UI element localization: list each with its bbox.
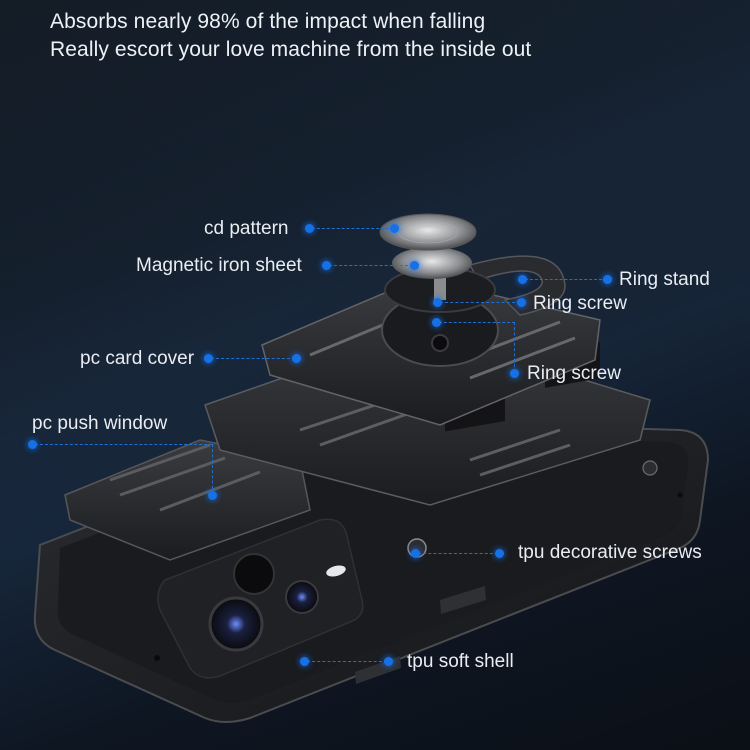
callout-label-magnetic-iron-sheet: Magnetic iron sheet [136, 255, 302, 276]
callout-label-pc-card-cover: pc card cover [80, 348, 195, 369]
callout-label-pc-push-window: pc push window [32, 413, 168, 434]
callout-dot [603, 275, 612, 284]
callout-label-ring-screw-upper: Ring screw [533, 293, 627, 314]
callout-dot [518, 275, 527, 284]
callout-connector [514, 322, 515, 372]
callout-connector [35, 444, 212, 445]
callout-connector [525, 279, 607, 280]
callout-connector [212, 444, 213, 494]
callout-dot [510, 369, 519, 378]
callout-connector [418, 553, 498, 554]
callout-dot [410, 261, 419, 270]
callout-connector [312, 228, 394, 229]
callout-dot [292, 354, 301, 363]
callout-dot [208, 491, 217, 500]
callout-dot [322, 261, 331, 270]
callout-connector [440, 302, 520, 303]
callout-label-tpu-soft-shell: tpu soft shell [407, 651, 514, 672]
headline-line-1: Absorbs nearly 98% of the impact when fa… [50, 10, 486, 33]
callout-label-ring-stand: Ring stand [619, 269, 710, 290]
callout-dot [384, 657, 393, 666]
callout-dot [517, 298, 526, 307]
callout-connector [329, 265, 413, 266]
callout-connector [307, 661, 387, 662]
callout-dot [495, 549, 504, 558]
callout-dot [433, 298, 442, 307]
callout-label-cd-pattern: cd pattern [204, 218, 289, 239]
callout-dot [305, 224, 314, 233]
callout-connector [211, 358, 295, 359]
callout-dot [204, 354, 213, 363]
callout-dot [411, 549, 420, 558]
callout-dot [390, 224, 399, 233]
callout-dot [300, 657, 309, 666]
callout-dot [432, 318, 441, 327]
callout-label-tpu-decorative-screws: tpu decorative screws [518, 542, 702, 563]
callout-label-ring-screw-lower: Ring screw [527, 363, 621, 384]
headline-line-2: Really escort your love machine from the… [50, 38, 532, 61]
callout-dot [28, 440, 37, 449]
callout-connector [439, 322, 515, 323]
